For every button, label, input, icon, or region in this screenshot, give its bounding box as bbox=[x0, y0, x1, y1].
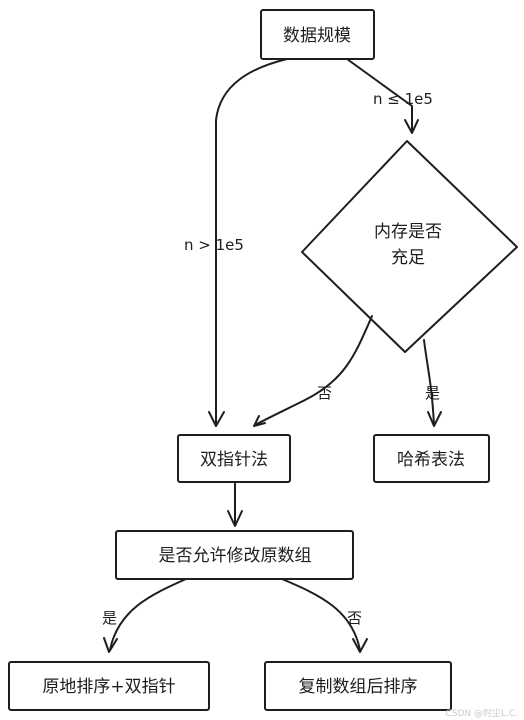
node-hash-table: 哈希表法 bbox=[373, 434, 490, 483]
node-modify-allowed: 是否允许修改原数组 bbox=[115, 530, 354, 580]
node-inplace-sort-label: 原地排序+双指针 bbox=[42, 677, 175, 697]
edge-scale-to-two-pointer bbox=[208, 58, 288, 427]
node-copy-sort: 复制数组后排序 bbox=[264, 661, 452, 711]
node-data-scale: 数据规模 bbox=[260, 9, 375, 60]
node-copy-sort-label: 复制数组后排序 bbox=[299, 677, 418, 697]
edge-memory-to-hash-table bbox=[423, 339, 442, 427]
edge-label-n-small: n ≤ 1e5 bbox=[373, 90, 433, 108]
node-hash-table-label: 哈希表法 bbox=[397, 450, 465, 470]
edge-modify-to-inplace bbox=[103, 578, 187, 653]
edge-label-modify-no: 否 bbox=[347, 609, 362, 627]
node-memory-decision: 内存是否 充足 bbox=[301, 140, 518, 353]
node-two-pointer: 双指针法 bbox=[177, 434, 291, 483]
node-two-pointer-label: 双指针法 bbox=[200, 450, 268, 470]
watermark: CSDN @时尘L.C. bbox=[445, 707, 518, 719]
edge-label-n-large: n > 1e5 bbox=[184, 236, 244, 254]
node-data-scale-label: 数据规模 bbox=[283, 26, 351, 46]
edge-two-pointer-to-modify bbox=[227, 481, 243, 527]
node-modify-allowed-label: 是否允许修改原数组 bbox=[159, 546, 312, 566]
edge-scale-to-memory bbox=[346, 58, 419, 134]
edge-memory-to-two-pointer bbox=[253, 315, 373, 427]
node-inplace-sort: 原地排序+双指针 bbox=[8, 661, 210, 711]
edge-label-memory-no: 否 bbox=[317, 384, 332, 402]
edge-label-memory-yes: 是 bbox=[425, 384, 440, 402]
node-memory-label-line2: 充足 bbox=[391, 248, 425, 268]
node-memory-label-line1: 内存是否 bbox=[374, 222, 442, 242]
edge-label-modify-yes: 是 bbox=[102, 609, 117, 627]
edge-modify-to-copy bbox=[281, 578, 368, 653]
